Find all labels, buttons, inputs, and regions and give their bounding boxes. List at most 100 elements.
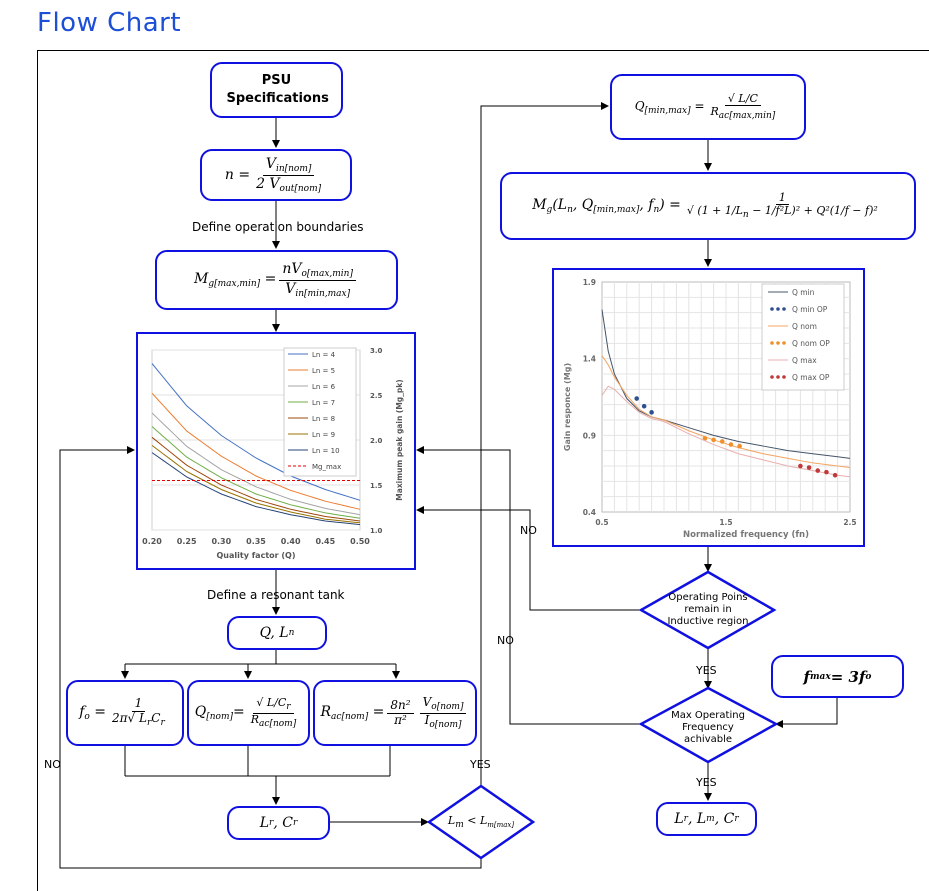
chart2-legend-swatch [776, 341, 780, 345]
mg-lhs: M [193, 271, 209, 287]
lm-sub2: m[max] [487, 821, 515, 829]
rac-num: 8n² [387, 698, 414, 714]
chart1-ytick: 1.5 [370, 482, 383, 490]
chart2-op-marker [641, 403, 647, 409]
n-equation-box: n = Vin[nom] 2 Vout[nom] [200, 149, 352, 201]
mg-boundary-box: Mg[max,min] = nVo[max,min] Vin[min,max] [155, 250, 398, 310]
chart2-op-marker [649, 410, 654, 415]
chart2-op-marker [737, 443, 742, 449]
chart2-legend-swatch [776, 375, 780, 379]
rac-num2: V [422, 695, 432, 710]
fo-den-sub1: r [146, 718, 152, 729]
chart1-xtick: 0.20 [142, 537, 162, 546]
chart1-xtick: 0.50 [350, 537, 370, 546]
qmm-lhs-sub: [min,max] [644, 105, 691, 116]
fo-equation-box: fo = 1 2π√ LrCr [66, 680, 184, 746]
chart1-series-line [151, 412, 361, 516]
mgf-den-sub: n [742, 210, 749, 221]
edge-label-no-maxfreq: NO [497, 634, 514, 647]
fin-tail: , C [714, 811, 735, 827]
chart1-legend-box [283, 347, 357, 477]
diamond-max-frequency [638, 686, 779, 764]
chart1-legend-label: Ln = 9 [312, 431, 335, 439]
chart1-series-line [151, 426, 361, 519]
fin-mid: , L [687, 811, 707, 827]
fmax-lhs: f [803, 667, 810, 686]
chart2-xlabel: Normalized frequency (fn) [683, 530, 809, 540]
n-num: V [265, 156, 276, 173]
mgf-den: √ (1 + 1/L [686, 204, 743, 218]
mgf-lhs: M [532, 197, 547, 213]
chart1-ytick: 2.5 [370, 392, 383, 400]
chart2-op-marker [728, 442, 734, 447]
chart2-legend-label: Q max [792, 356, 817, 365]
mg-den: V [285, 280, 296, 297]
max-frequency-text: Max Operating Frequency achivable [671, 710, 745, 745]
lm-op: < L [463, 814, 488, 827]
mgf-den4: − f [848, 204, 870, 218]
chart2-ytick: 1.9 [583, 278, 596, 287]
chart1-ylabel: Maximum peak gain (Mg_pk) [395, 379, 404, 500]
qnom-den-sub: ac[nom] [259, 718, 297, 729]
chart2-legend-swatch [776, 307, 780, 311]
chart2-legend-label: Q nom OP [792, 339, 830, 348]
edge-lm-yes [480, 102, 609, 786]
chart2-legend-label: Q nom [792, 322, 817, 331]
chart1-xtick: 0.25 [177, 537, 197, 546]
mgf-num: 1 [775, 191, 789, 206]
n-num-sub: in[nom] [275, 164, 312, 175]
chart2-ylabel: Gain responce (Mg) [563, 363, 572, 451]
chart2-op-marker [798, 463, 803, 469]
edge-label-yes-inductive: YES [696, 664, 717, 677]
chart2-op-marker [815, 468, 821, 473]
edge-op-no [416, 506, 641, 611]
mgf-args: (L [552, 197, 568, 213]
fmax-rhs-sub: o [865, 671, 872, 682]
psu-spec-box: PSU Specifications [210, 62, 343, 118]
chart2-op-marker [711, 437, 716, 443]
chart2-ytick: 0.9 [583, 431, 596, 440]
fo-num: 1 [131, 697, 146, 713]
fo-den: 2π√ L [112, 711, 147, 726]
chart1-ytick: 1.0 [370, 527, 383, 535]
chart2-legend-box [761, 283, 845, 391]
qnom-num: √ L/C [256, 696, 287, 710]
q-ln-sub: n [288, 628, 295, 638]
edge-lm-no [59, 446, 482, 869]
qnom-den: R [250, 712, 260, 726]
fo-den-tail: C [151, 711, 161, 726]
chart2-op-marker [824, 469, 829, 475]
lm-sub: m [455, 820, 464, 830]
diagram-frame [37, 50, 929, 891]
chart1-xtick: 0.40 [281, 537, 301, 546]
psu-spec-text: PSU Specifications [226, 72, 329, 106]
chart2-op-marker [702, 436, 708, 441]
fmax-rhs: = 3f [830, 667, 866, 686]
chart2-legend-swatch [782, 307, 786, 311]
lrcr-sub: r [269, 818, 274, 828]
chart1-legend-label: Ln = 10 [312, 447, 340, 455]
n-den-sub: out[nom] [279, 183, 322, 194]
lrcr-sub2: r [292, 818, 298, 828]
mg-num: nV [282, 261, 302, 278]
diamond-lm-condition [426, 784, 536, 860]
chart1-series-line [151, 392, 361, 510]
chart2-op-marker [719, 439, 725, 444]
chart1-legend-label: Ln = 7 [312, 399, 335, 407]
edge-label-no-lm: NO [44, 758, 61, 771]
qnom-lhs-sub: [nom] [206, 712, 234, 722]
define-boundaries-label: Define operation boundaries [192, 220, 364, 234]
chart2-xtick: 1.5 [719, 518, 732, 527]
lrcr-a: L [259, 815, 270, 831]
mgf-args3-sub: n [653, 205, 660, 215]
mgf-lhs-sub: g [546, 205, 553, 215]
page-title: Flow Chart [37, 8, 182, 38]
chart1-xtick: 0.30 [211, 537, 231, 546]
mg-lhs-sub: g[max,min] [208, 279, 261, 289]
